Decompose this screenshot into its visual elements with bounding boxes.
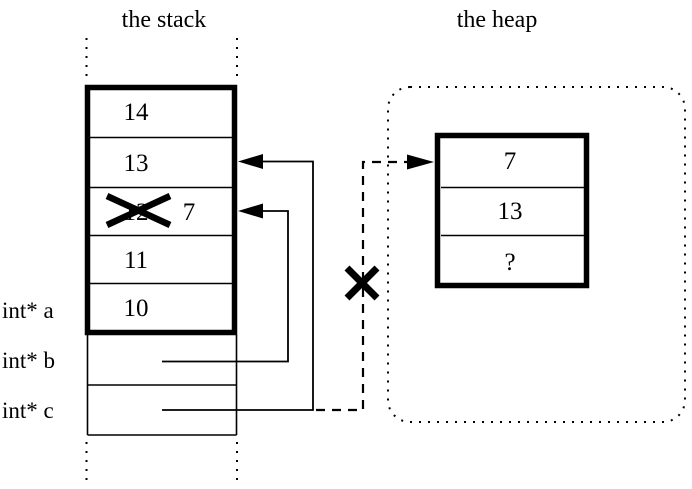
stack-cell-value-11: 11: [124, 247, 148, 274]
heap-block-box: [434, 132, 590, 289]
arrowhead-left-icon: [238, 203, 263, 219]
heap-cell-dividers: [441, 186, 584, 237]
stack-cell-value-10: 10: [124, 295, 149, 322]
arrowhead-right-icon: [407, 154, 434, 170]
stack-dotted-boundaries: [85, 38, 238, 487]
heap-cell-value-7: 7: [504, 148, 517, 175]
heap-title: the heap: [457, 7, 538, 33]
pointer-label-c: int* c: [2, 398, 54, 423]
stack-cell-value-14: 14: [124, 99, 150, 126]
pointer-arrow-c-to-stack: [162, 154, 314, 411]
pointer-label-b: int* b: [2, 348, 55, 373]
stack-cell-dividers: [90, 136, 232, 285]
dashed-old-pointer-to-heap: [316, 154, 434, 412]
pointer-label-a: int* a: [2, 298, 54, 323]
pointer-arrow-b-to-stack: [162, 203, 289, 363]
crossout-x-icon-stack-value: [105, 193, 172, 228]
stack-title: the stack: [122, 7, 207, 33]
crossout-x-icon-dashed-pointer: [344, 265, 380, 301]
stack-frame-box: [84, 84, 238, 336]
pointer-variable-cells: [86, 335, 238, 436]
stack-cell-value-13: 13: [124, 150, 149, 177]
arrowhead-left-icon: [238, 154, 263, 169]
heap-cell-value-question: ?: [504, 249, 515, 276]
heap-region-dotted-boundary: [387, 86, 686, 423]
stack-cell-replacement-7: 7: [183, 199, 196, 226]
heap-cell-value-13: 13: [498, 198, 523, 225]
